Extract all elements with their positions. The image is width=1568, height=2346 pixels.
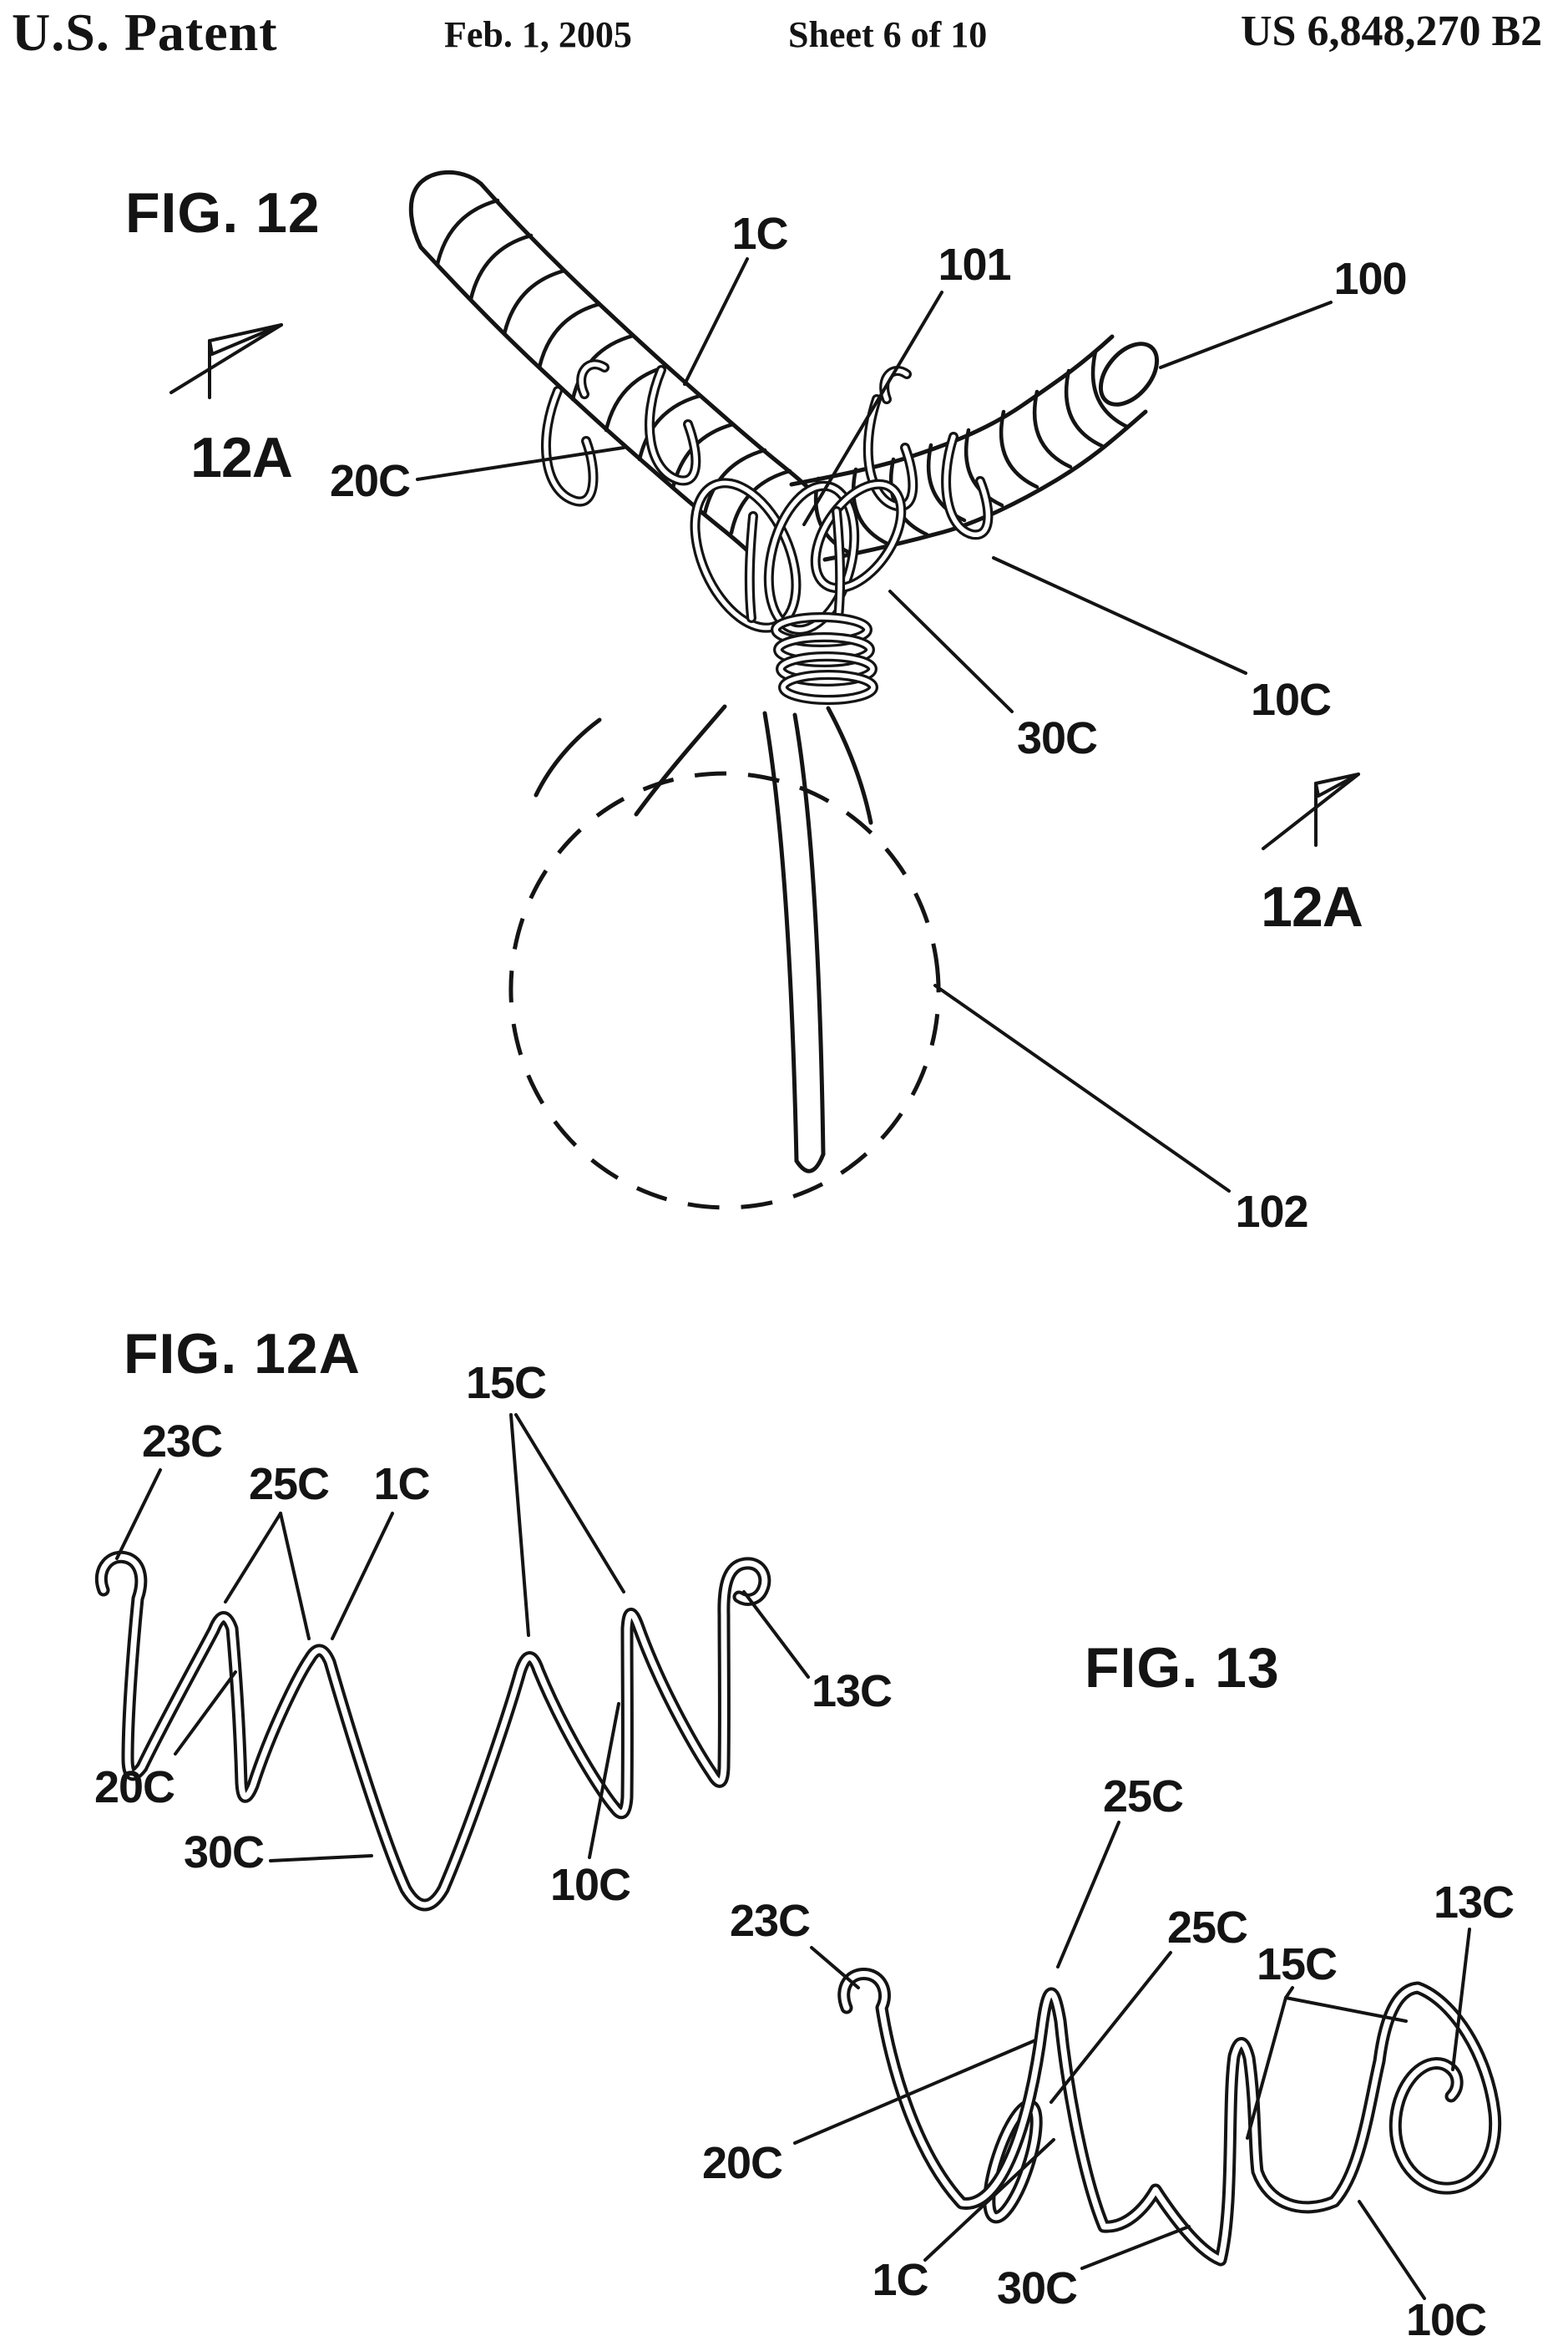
leader-25c-a	[224, 1512, 282, 1604]
fig13-ref-20c: 20C	[701, 2138, 783, 2188]
fig12-title: FIG. 12	[125, 181, 321, 245]
fig12-balloon	[508, 704, 941, 1210]
fig13-ref-15c: 15C	[1256, 1939, 1338, 1989]
fig12a-ref-30c: 30C	[183, 1827, 265, 1877]
inner-wire-right	[792, 712, 826, 1157]
leader-30c	[269, 1854, 373, 1862]
fig12-marker-12a-left: 12A	[190, 426, 293, 489]
leader-15c-b	[1284, 1996, 1408, 2023]
fig12-drawing	[169, 170, 1360, 1210]
header-sheet-number: Sheet 6 of 10	[788, 14, 988, 55]
fig13-title: FIG. 13	[1085, 1636, 1280, 1700]
leader-1c	[331, 1512, 394, 1640]
leader-20c	[174, 1670, 237, 1756]
fig12a-leaders	[115, 1413, 810, 1862]
fig12a-drawing	[101, 1413, 810, 1905]
header-title: U.S. Patent	[12, 3, 278, 62]
flag-left-triangle	[208, 323, 283, 356]
fig12-ref-20c: 20C	[329, 456, 411, 506]
fig13-ref-25c-lower: 25C	[1166, 1903, 1248, 1953]
balloon-outline	[508, 771, 941, 1210]
fig13-ref-1c: 1C	[872, 2255, 928, 2305]
flag-right-triangle	[1314, 773, 1360, 798]
right-arm-tip-cap	[1098, 342, 1160, 407]
leader-30c	[1080, 2225, 1191, 2270]
flag-left-line	[169, 323, 283, 394]
leader-102	[933, 984, 1231, 1193]
flag-right-line	[1262, 773, 1360, 850]
fig13-leaders	[793, 1821, 1471, 2300]
leader-1c	[683, 257, 749, 386]
leader-15c-a	[509, 1413, 530, 1637]
leader-10c	[1358, 2200, 1426, 2300]
fig12-ref-1c: 1C	[731, 209, 788, 259]
fig12a-ref-25c: 25C	[248, 1459, 330, 1509]
fig12-leaders	[416, 257, 1333, 1193]
left-arm-tip-cap	[408, 170, 483, 250]
fig13-ref-25c-upper: 25C	[1102, 1771, 1184, 1822]
fig12-ref-100: 100	[1333, 254, 1407, 304]
fig12a-ref-15c: 15C	[465, 1358, 547, 1408]
balloon-shade-arc	[534, 717, 602, 798]
leader-20c	[793, 2039, 1037, 2145]
leader-15c-b	[514, 1413, 625, 1594]
leader-25c-upper	[1056, 1821, 1120, 1969]
fig12a-ref-1c: 1C	[373, 1459, 430, 1509]
fig12a-ref-20c: 20C	[94, 1762, 175, 1812]
inner-wire-tip	[794, 1152, 826, 1173]
balloon-neck-left	[634, 704, 727, 817]
fig12a-ref-23c: 23C	[141, 1416, 223, 1467]
fig12-marker-12a-right: 12A	[1261, 875, 1363, 939]
header-patent-number: US 6,848,270 B2	[1241, 8, 1543, 55]
fig12-ref-10c: 10C	[1250, 675, 1332, 725]
fig12-ref-30c: 30C	[1016, 713, 1098, 763]
fig12-ref-102: 102	[1235, 1187, 1308, 1237]
balloon-neck-right	[826, 706, 873, 825]
leader-10c	[992, 556, 1247, 675]
inner-wire-left	[762, 711, 799, 1163]
fig12-right-arm	[789, 334, 1160, 562]
leader-13c	[1451, 1928, 1471, 2071]
fig13-drawing	[793, 1821, 1495, 2300]
leader-10c	[588, 1702, 620, 1859]
leader-100	[1159, 301, 1333, 369]
leader-101	[802, 291, 943, 526]
leader-13c	[742, 1590, 810, 1679]
leader-20c	[416, 446, 625, 481]
fig13-ref-30c: 30C	[996, 2263, 1078, 2313]
leader-25c-lower	[1050, 1951, 1172, 2104]
leader-23c	[810, 1946, 860, 1989]
leader-30c	[888, 590, 1014, 713]
fig13-ref-13c: 13C	[1433, 1877, 1515, 1928]
fig12a-ref-10c: 10C	[549, 1860, 631, 1910]
fig12a-ref-13c: 13C	[811, 1666, 893, 1716]
header-date: Feb. 1, 2005	[444, 14, 632, 55]
leader-1c	[923, 2138, 1055, 2262]
fig12a-title: FIG. 12A	[124, 1322, 361, 1386]
leader-25c-b	[279, 1512, 311, 1640]
fig13-ref-10c: 10C	[1405, 2295, 1487, 2345]
leader-23c	[115, 1468, 162, 1560]
fig12-section-markers	[169, 323, 1360, 850]
fig13-ref-23c: 23C	[729, 1896, 811, 1946]
fig12-ref-101: 101	[938, 240, 1011, 290]
